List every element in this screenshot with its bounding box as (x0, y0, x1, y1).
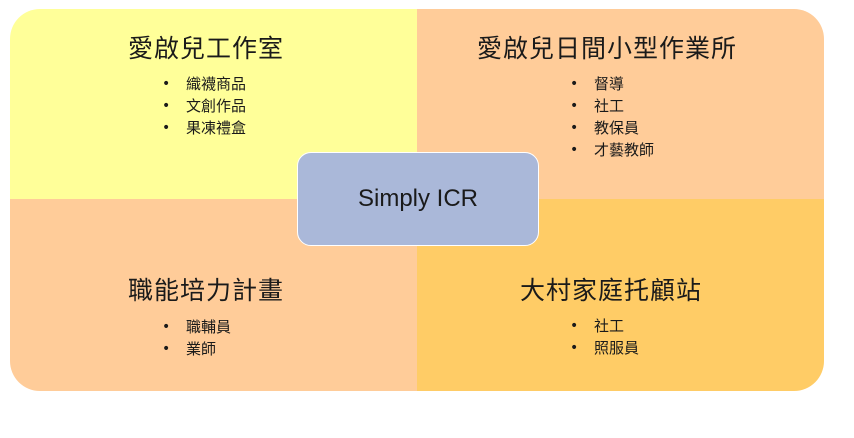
quadrant-title: 愛啟兒工作室 (128, 34, 285, 63)
quadrant-title: 大村家庭托顧站 (520, 276, 703, 305)
center-label-box: Simply ICR (297, 152, 539, 246)
quadrant-title: 愛啟兒日間小型作業所 (477, 34, 738, 63)
quadrant-item-list: 織襪商品 文創作品 果凍禮盒 (162, 73, 246, 139)
quadrant-item-list: 督導 社工 教保員 才藝教師 (570, 73, 654, 161)
list-item: 督導 (570, 73, 654, 95)
list-item: 織襪商品 (162, 73, 246, 95)
quadrant-bottom-right: 大村家庭托顧站 社工 照服員 (417, 199, 824, 391)
quadrant-item-list: 社工 照服員 (570, 315, 639, 359)
list-item: 照服員 (570, 337, 639, 359)
list-item: 社工 (570, 315, 639, 337)
list-item: 教保員 (570, 117, 654, 139)
quadrant-item-list: 職輔員 業師 (162, 316, 231, 360)
quadrant-title: 職能培力計畫 (128, 276, 285, 305)
list-item: 社工 (570, 95, 654, 117)
list-item: 業師 (162, 338, 231, 360)
quadrant-top-left: 愛啟兒工作室 織襪商品 文創作品 果凍禮盒 (10, 9, 417, 199)
list-item: 果凍禮盒 (162, 117, 246, 139)
center-label: Simply ICR (357, 185, 478, 212)
list-item: 才藝教師 (570, 139, 654, 161)
list-item: 文創作品 (162, 95, 246, 117)
list-item: 職輔員 (162, 316, 231, 338)
